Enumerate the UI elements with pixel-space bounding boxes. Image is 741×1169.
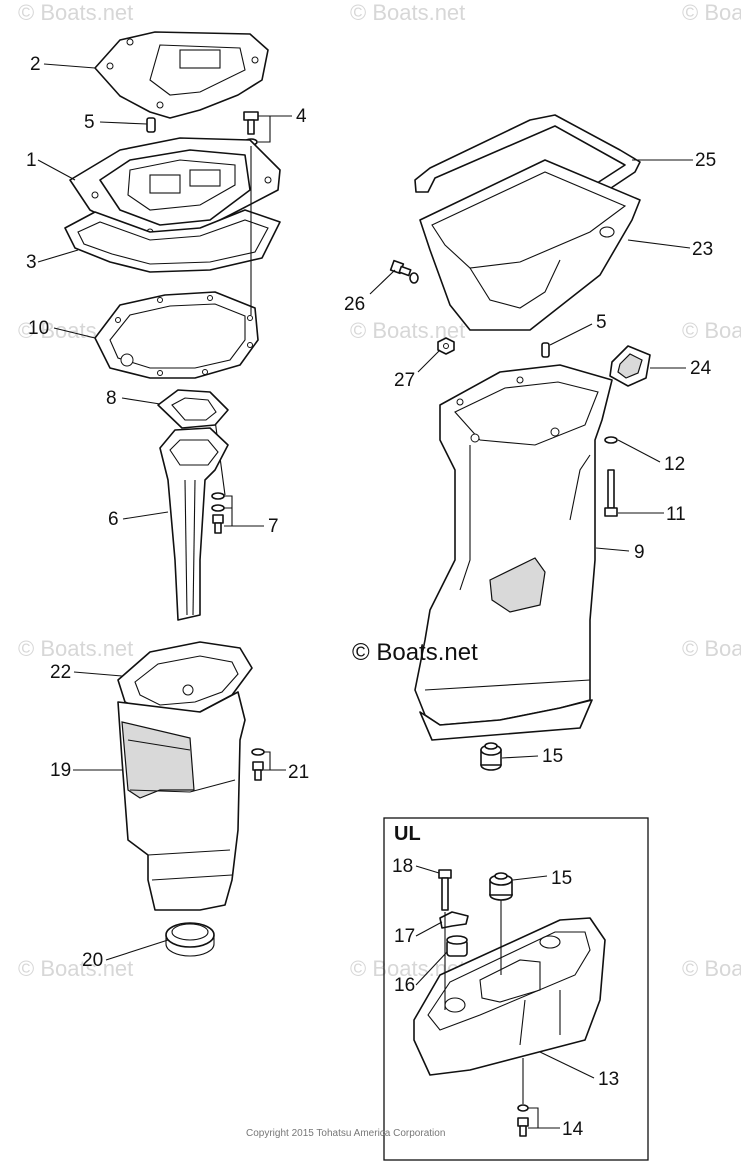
part-7-bolt — [211, 492, 225, 534]
part-14-bolt — [517, 1104, 529, 1137]
part-2-gasket — [94, 31, 269, 119]
part-23-lower-cover — [419, 159, 641, 331]
label-16: 16 — [394, 975, 415, 996]
label-13: 13 — [598, 1069, 619, 1090]
watermark: © Boats.net — [18, 636, 133, 661]
watermark: © Boats.net — [682, 0, 741, 25]
part-9-drive-shaft-housing — [414, 364, 613, 741]
part-15-grommet — [480, 742, 502, 771]
watermark: © Boats.net — [682, 956, 741, 981]
part-20-seal — [165, 922, 215, 957]
label-3: 3 — [26, 252, 37, 273]
label-15: 15 — [542, 746, 563, 767]
label-9: 9 — [634, 542, 645, 563]
label-25: 25 — [695, 150, 716, 171]
part-18-bolt — [438, 869, 452, 911]
copyright-text: Copyright 2015 Tohatsu America Corporati… — [246, 1128, 445, 1139]
part-1-engine-holder — [69, 137, 281, 241]
ul-inset-box: UL — [383, 817, 649, 1161]
label-10: 10 — [28, 318, 49, 339]
label-4: 4 — [296, 106, 307, 127]
label-20: 20 — [82, 950, 103, 971]
label-11: 11 — [666, 504, 686, 525]
watermark: © Boats.net — [350, 0, 465, 25]
label-1: 1 — [26, 150, 37, 171]
watermark: © Boats.net — [18, 956, 133, 981]
label-17: 17 — [394, 926, 415, 947]
label-5-right: 5 — [596, 312, 607, 333]
part-8-gasket — [157, 389, 229, 429]
label-26: 26 — [344, 294, 365, 315]
part-5-pin — [146, 117, 156, 133]
watermark: © Boats.net — [18, 0, 133, 25]
part-21-bolt — [251, 748, 265, 781]
part-6-exhaust-tube — [159, 427, 229, 621]
label-8: 8 — [106, 388, 117, 409]
part-11-bolt — [604, 469, 618, 517]
center-watermark: © Boats.net — [352, 639, 478, 666]
part-10-gasket — [94, 291, 259, 379]
label-23: 23 — [692, 239, 713, 260]
label-15-ul: 15 — [551, 868, 572, 889]
watermarks: © Boats.net © Boats.net © Boats.net © Bo… — [18, 0, 741, 981]
part-13-lower-casing — [413, 917, 606, 1076]
label-21: 21 — [288, 762, 309, 783]
part-27-nut — [437, 337, 455, 355]
label-5: 5 — [84, 112, 95, 133]
label-27: 27 — [394, 370, 415, 391]
part-5-pin-right — [541, 342, 550, 358]
part-24-seal — [609, 345, 651, 387]
label-14: 14 — [562, 1119, 584, 1140]
watermark: © Boats.net — [682, 318, 741, 343]
part-15-grommet-ul — [489, 872, 513, 901]
watermark: © Boats.net — [682, 636, 741, 661]
label-7: 7 — [268, 516, 279, 537]
label-18: 18 — [392, 856, 413, 877]
label-24: 24 — [690, 358, 712, 379]
part-3-mount-ring — [64, 209, 281, 273]
part-19-oil-pan — [117, 691, 246, 911]
part-12-washer — [604, 436, 618, 444]
ul-box-title: UL — [394, 823, 421, 845]
part-16-plug — [446, 935, 468, 957]
label-12: 12 — [664, 454, 685, 475]
label-22: 22 — [50, 662, 71, 683]
part-26-bolt — [389, 259, 419, 284]
part-labels: 2 5 4 1 3 10 8 6 7 22 19 21 20 25 23 26 … — [26, 54, 716, 1140]
label-2: 2 — [30, 54, 41, 75]
leader-lines — [37, 63, 693, 1129]
label-6: 6 — [108, 509, 119, 530]
label-19: 19 — [50, 760, 71, 781]
part-17-clip — [439, 911, 469, 929]
